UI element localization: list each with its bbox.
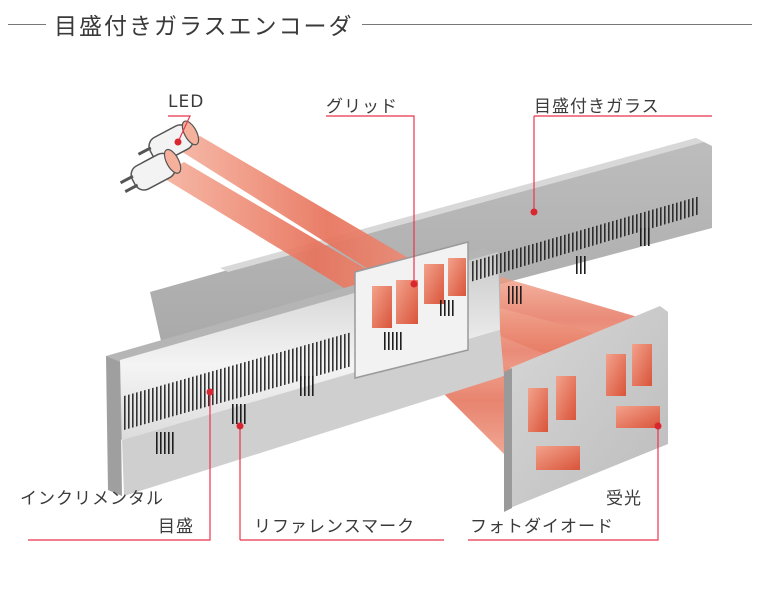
label-incremental-2: 目盛 — [158, 517, 194, 537]
label-reference-mark: リファレンスマーク — [254, 517, 416, 537]
label-receiver-2: フォトダイオード — [470, 517, 614, 537]
leader-dots — [174, 138, 662, 430]
photodiode-plate — [504, 306, 668, 512]
label-incremental-1: インクリメンタル — [20, 489, 164, 509]
label-graduated-glass: 目盛付きガラス — [534, 97, 660, 117]
label-receiver-1: 受光 — [606, 489, 642, 509]
page-title: 目盛付きガラスエンコーダ — [46, 7, 362, 41]
leader-lines — [28, 115, 712, 541]
label-led: LED — [168, 92, 205, 112]
scale-back-ticks — [470, 196, 700, 304]
label-grid: グリッド — [326, 97, 398, 117]
grid-reticle — [354, 241, 469, 379]
title-rule — [8, 24, 752, 25]
